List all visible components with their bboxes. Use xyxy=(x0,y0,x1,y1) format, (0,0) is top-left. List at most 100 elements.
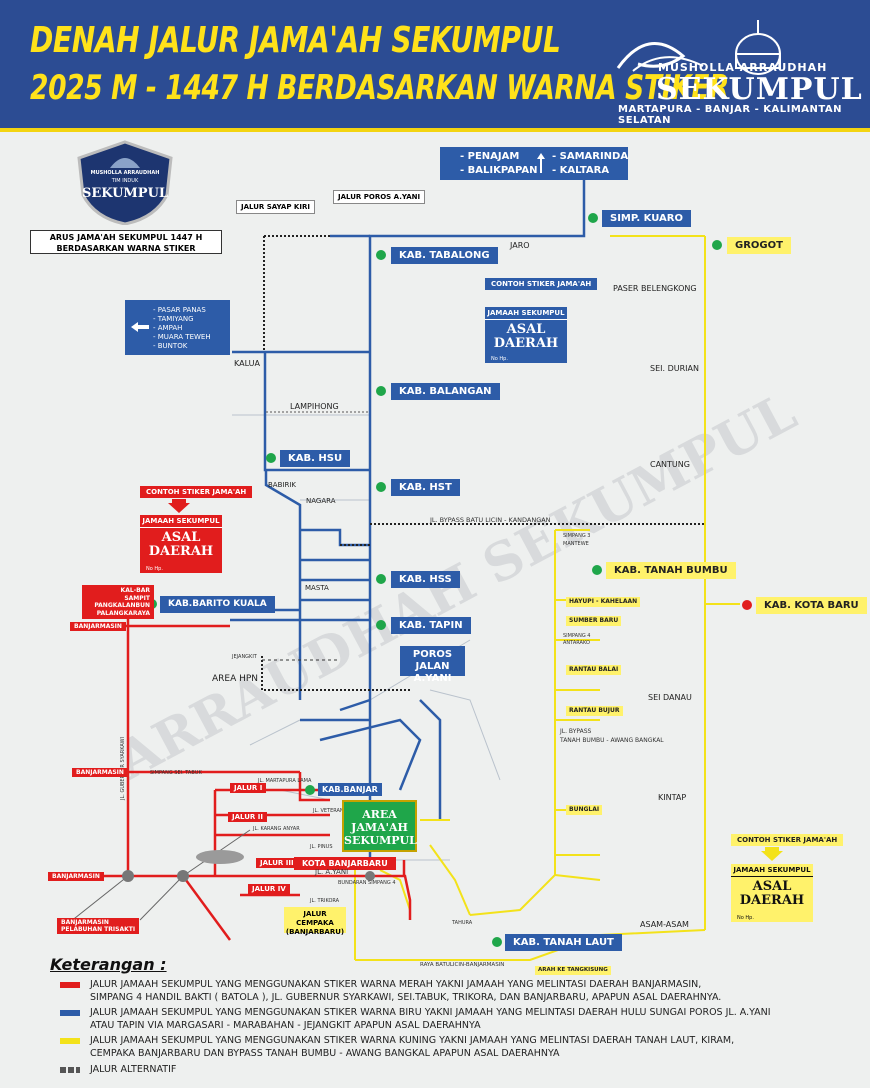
label-kab-hss: KAB. HSS xyxy=(391,571,460,588)
sticker-red: JAMAAH SEKUMPUL ASAL DAERAH No Hp. xyxy=(140,515,222,573)
area-line1: AREA xyxy=(362,808,397,821)
legend-blue-line1: JALUR JAMAAH SEKUMPUL YANG MENGGUNAKAN S… xyxy=(90,1007,771,1018)
header-banner: DENAH JALUR JAMA'AH SEKUMPUL 2025 M - 14… xyxy=(0,0,870,132)
place-bundaran: BUNDARAN SIMPANG 4 xyxy=(338,880,396,886)
marker-dot xyxy=(376,482,386,492)
marker-dot xyxy=(266,453,276,463)
place-kalua: KALUA xyxy=(234,359,260,368)
road-jl-ayani: JL. A.YANI xyxy=(315,868,349,876)
place-sei-durian: SEI. DURIAN xyxy=(650,364,699,373)
poros-line1: POROS xyxy=(412,649,453,660)
legend-red-line2: SIMPANG 4 HANDIL BAKTI ( BATOLA ), JL. G… xyxy=(90,992,722,1003)
place-asam: ASAM-ASAM xyxy=(640,920,689,929)
badge-line3: SEKUMPUL xyxy=(81,186,169,201)
place-sei-danau: SEI DANAU xyxy=(648,693,692,702)
contoh-stiker-blue: CONTOH STIKER JAMA'AH xyxy=(485,278,598,290)
place-bypass-batulicin: JL. BYPASS BATU LICIN - KANDANGAN xyxy=(430,516,551,524)
label-kab-hsu: KAB. HSU xyxy=(280,450,351,467)
legend-swatch-yellow xyxy=(60,1038,80,1044)
label-kab-balangan: KAB. BALANGAN xyxy=(391,383,500,400)
place-simpang4: SIMPANG 4 xyxy=(563,633,591,639)
west-item-3: - AMPAH xyxy=(153,324,183,332)
dest-balikpapan: - BALIKPAPAN xyxy=(460,165,538,176)
sticker-blue-top: JAMAAH SEKUMPUL xyxy=(485,307,567,320)
label-kab-tanah-laut: KAB. TANAH LAUT xyxy=(505,934,622,951)
marker-dot xyxy=(712,240,722,250)
marker-dot xyxy=(376,250,386,260)
sticker-blue: JAMAAH SEKUMPUL ASAL DAERAH No Hp. xyxy=(485,307,567,363)
legend-blue-line2: ATAU TAPIN VIA MARGASARI - MARABAHAN - J… xyxy=(90,1020,481,1031)
west-item-1: - PASAR PANAS xyxy=(153,306,206,314)
north-destination-box: - PENAJAM - BALIKPAPAN - SAMARINDA - KAL… xyxy=(440,147,628,180)
sticker-yellow-asal: ASAL xyxy=(752,879,792,894)
map-title-line1: DENAH JALUR JAMA'AH SEKUMPUL xyxy=(30,20,561,61)
arus-caption: ARUS JAMA'AH SEKUMPUL 1447 H BERDASARKAN… xyxy=(30,230,222,254)
legend-yellow-line2: CEMPAKA BANJARBARU DAN BYPASS TANAH BUMB… xyxy=(90,1048,560,1059)
road-jl-karang: JL. KARANG ANYAR xyxy=(253,826,300,832)
west-item-5: - BUNTOK xyxy=(153,342,188,350)
road-jl-trikora: JL. TRIKORA xyxy=(310,898,340,904)
badge-line1: MUSHOLLA ARRAUDHAH xyxy=(90,170,160,176)
jalur-cempaka-box: JALUR CEMPAKA (BANJARBARU) xyxy=(284,907,346,936)
label-simp-kuaro: SIMP. KUARO xyxy=(602,210,691,227)
mosque-dome-icon xyxy=(616,20,781,75)
map-title-line2: 2025 M - 1447 H BERDASARKAN WARNA STIKER xyxy=(30,68,729,108)
contoh-stiker-yellow: CONTOH STIKER JAMA'AH xyxy=(731,834,844,846)
kalbar-4: PALANGKARAYA xyxy=(96,609,150,617)
place-cantung: CANTUNG xyxy=(650,460,690,469)
jalur-2-label: JALUR II xyxy=(228,812,267,822)
contoh-stiker-red: CONTOH STIKER JAMA'AH xyxy=(140,486,253,498)
sticker-yellow-daerah: DAERAH xyxy=(739,893,805,908)
sticker-blue-no: No Hp. xyxy=(491,356,508,362)
place-bunglai: BUNGLAI xyxy=(566,805,603,815)
marker-dot xyxy=(492,937,502,947)
place-jaro: JARO xyxy=(510,241,530,250)
label-kab-banjar: KAB.BANJAR xyxy=(318,783,382,796)
place-area-hpn: AREA HPN xyxy=(212,674,259,684)
place-rantau-bujur: RANTAU BUJUR xyxy=(566,706,623,716)
sticker-red-asal: ASAL xyxy=(161,530,201,545)
arrow-banjarmasin-2: BANJARMASIN xyxy=(72,768,128,777)
road-jl-veteran: JL. VETERAN xyxy=(313,808,344,814)
legend-swatch-blue xyxy=(60,1010,80,1016)
area-line3: SEKUMPUL xyxy=(344,834,417,847)
arrow-banjarmasin-3: BANJARMASIN xyxy=(48,872,104,881)
sticker-red-top: JAMAAH SEKUMPUL xyxy=(140,515,222,528)
logo-title: SEKUMPUL xyxy=(656,72,863,107)
place-mantewe: MANTEWE xyxy=(563,541,589,547)
place-sumber-baru: SUMBER BARU xyxy=(566,616,622,626)
road-jl-martapura: JL. MARTAPURA LAMA xyxy=(258,778,312,784)
sign-sayap-kiri: JALUR SAYAP KIRI xyxy=(236,200,315,214)
musholla-logo: MUSHOLLA ARRAUDHAH SEKUMPUL MARTAPURA - … xyxy=(608,16,862,126)
sticker-red-no: No Hp. xyxy=(146,566,163,572)
area-line2: JAMA'AH xyxy=(351,821,408,834)
label-kab-tapin: KAB. TAPIN xyxy=(391,617,471,634)
tim-induk-badge: MUSHOLLA ARRAUDHAH TIM INDUK SEKUMPUL xyxy=(75,140,175,225)
arrow-down-icon xyxy=(168,499,190,513)
legend-blue-text: JALUR JAMAAH SEKUMPUL YANG MENGGUNAKAN S… xyxy=(90,1006,771,1032)
place-kintap: KINTAP xyxy=(658,793,687,802)
west-item-2: - TAMIYANG xyxy=(153,315,194,323)
marker-dot xyxy=(376,574,386,584)
label-kab-kota-baru: KAB. KOTA BARU xyxy=(756,597,867,614)
label-grogot: GROGOT xyxy=(727,237,791,254)
sticker-blue-asal: ASAL xyxy=(506,322,546,337)
label-kab-tanah-bumbu: KAB. TANAH BUMBU xyxy=(606,562,736,579)
west-destination-box: - PASAR PANAS - TAMIYANG - AMPAH - MUARA… xyxy=(125,300,230,355)
sticker-yellow-no: No Hp. xyxy=(737,915,754,921)
marker-dot xyxy=(742,600,752,610)
logo-subtitle: MUSHOLLA ARRAUDHAH xyxy=(658,61,828,74)
place-babirik: BABIRIK xyxy=(268,481,296,489)
sticker-yellow: JAMAAH SEKUMPUL ASAL DAERAH No Hp. xyxy=(731,864,813,922)
poros-ayani-box: POROS JALAN A.YANI xyxy=(400,646,465,684)
label-kab-barito-kuala: KAB.BARITO KUALA xyxy=(160,596,275,613)
place-jejangkit: JEJANGKIT xyxy=(232,654,257,660)
place-antarako: ANTARAKO xyxy=(563,640,590,646)
legend-yellow-line1: JALUR JAMAAH SEKUMPUL YANG MENGGUNAKAN S… xyxy=(90,1035,735,1046)
sign-poros-ayani: JALUR POROS A.YANI xyxy=(333,190,426,204)
label-kab-tabalong: KAB. TABALONG xyxy=(391,247,498,264)
west-item-4: - MUARA TEWEH xyxy=(153,333,211,341)
marker-dot xyxy=(376,620,386,630)
pelabuhan-line2: PELABUHAN TRISAKTI xyxy=(61,926,136,933)
cempaka-line2: CEMPAKA xyxy=(296,919,334,927)
